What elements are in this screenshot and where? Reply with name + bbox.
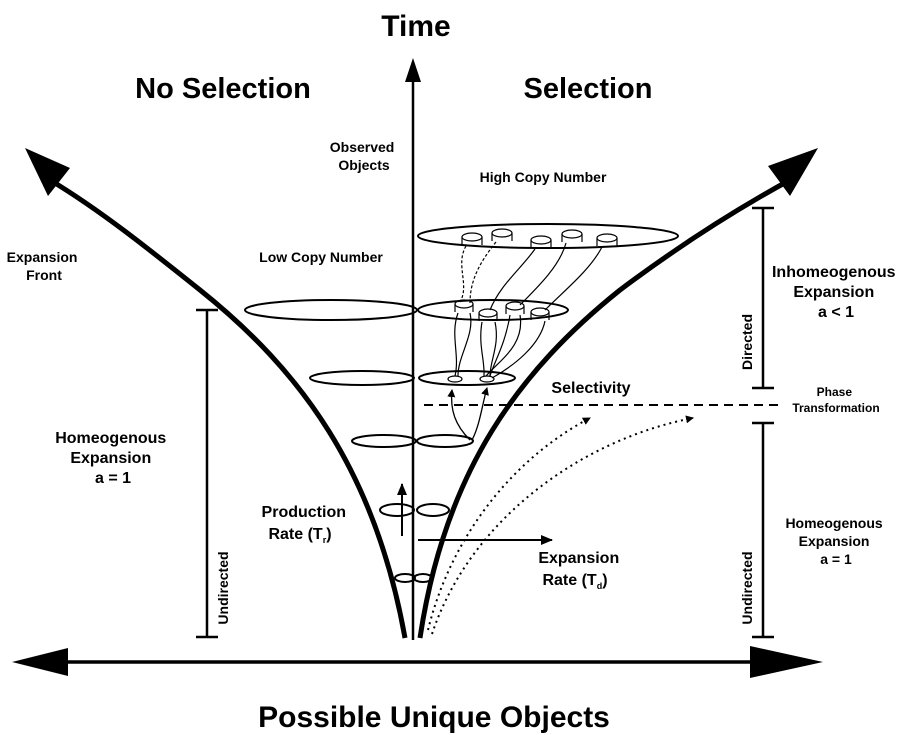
left-ring: [309, 370, 415, 386]
phase-transformation-label: Phase Transformation: [792, 385, 879, 415]
right-ring: [416, 503, 450, 517]
selectivity-label: Selectivity: [551, 380, 630, 397]
no-selection-heading: No Selection: [135, 73, 311, 105]
right-ring: [418, 370, 516, 386]
expansion-rate-label: Expansion Rate (Td): [538, 550, 623, 591]
upper-lineages: [447, 228, 618, 383]
selectivity-arrow: [471, 387, 489, 441]
high-copy-number-label: High Copy Number: [480, 169, 607, 185]
right-ring: [417, 299, 569, 321]
dotted-trajectory: [431, 415, 694, 635]
left-expansion-label: Homeogenous Expansion a = 1: [55, 430, 171, 487]
right-lower-expansion-label: Homeogenous Expansion a = 1: [785, 515, 886, 567]
diagram-title: Time: [381, 10, 450, 43]
right-ring: [416, 434, 474, 448]
low-copy-number-label: Low Copy Number: [259, 249, 383, 265]
left-ring: [351, 434, 417, 448]
observed-objects-label: Observed Objects: [330, 139, 398, 173]
dotted-trajectory: [427, 417, 591, 631]
undirected-left-label: Undirected: [215, 551, 231, 624]
x-axis-right-arrowhead: [750, 646, 823, 678]
undirected-right-label: Undirected: [739, 551, 755, 624]
expansion-front-label: Expansion Front: [7, 249, 82, 283]
right-ring: [417, 223, 679, 249]
left-ring: [379, 503, 415, 517]
selection-heading: Selection: [524, 73, 653, 105]
x-axis-left-arrowhead: [12, 648, 68, 676]
production-rate-label: Production Rate (Tr): [262, 504, 351, 545]
left-bracket: [196, 308, 218, 639]
right-ring: [413, 573, 433, 583]
selectivity-arrow: [447, 389, 471, 441]
right-front-arrowhead: [768, 148, 818, 196]
left-front-arrowhead: [25, 148, 70, 196]
right-expansion-front: [417, 177, 792, 639]
right-upper-expansion-label: Inhomeogenous Expansion a < 1: [772, 264, 900, 321]
x-axis-label: Possible Unique Objects: [258, 701, 610, 734]
directed-label: Directed: [739, 314, 755, 370]
right-bracket-directed: [752, 206, 774, 390]
right-bracket-undirected: [752, 421, 774, 639]
time-axis-arrowhead: [405, 58, 421, 82]
left-ring: [244, 299, 418, 321]
left-expansion-front: [48, 177, 408, 639]
